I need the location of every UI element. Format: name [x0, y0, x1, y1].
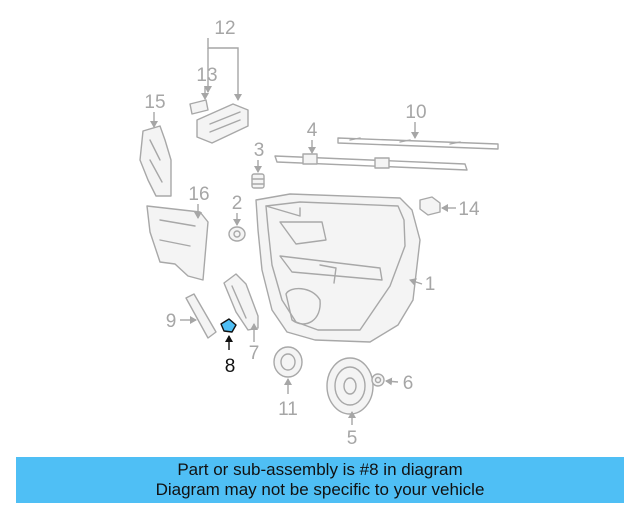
- leader-1: [409, 278, 423, 286]
- callout-9: 9: [166, 311, 177, 332]
- callout-4: 4: [307, 120, 318, 141]
- caption-bar: Part or sub-assembly is #8 in diagram Di…: [16, 457, 624, 503]
- callout-7: 7: [249, 343, 260, 364]
- part-14-cap: [419, 196, 441, 216]
- callout-1: 1: [425, 274, 436, 295]
- leader-6: [385, 377, 399, 386]
- callout-16: 16: [188, 184, 209, 205]
- part-5-speaker: [326, 357, 374, 415]
- part-13-lock-button: [189, 99, 209, 115]
- part-10-belt-molding: [337, 137, 499, 150]
- parts-diagram: 12 13 15 16 2 3 4 10 14 1 7 9 8 11 5 6: [139, 18, 499, 449]
- part-3-fastener: [251, 173, 265, 189]
- part-7-handle-bezel: [223, 273, 259, 331]
- callout-2: 2: [232, 193, 243, 214]
- part-2-clip: [228, 226, 246, 242]
- callout-8: 8: [225, 356, 236, 377]
- caption-line-2: Diagram may not be specific to your vehi…: [155, 480, 485, 499]
- callout-11: 11: [278, 399, 298, 420]
- callout-13: 13: [196, 65, 217, 86]
- caption-line-1: Part or sub-assembly is #8 in diagram: [177, 460, 463, 479]
- part-6-grommet: [371, 373, 385, 387]
- callout-12: 12: [214, 18, 235, 39]
- callout-14: 14: [458, 199, 480, 220]
- part-12-window-switch: [196, 103, 249, 144]
- part-8-highlighted: [220, 318, 237, 333]
- callout-10: 10: [405, 102, 426, 123]
- part-9-pull-handle: [185, 293, 217, 339]
- callout-5: 5: [347, 428, 358, 449]
- leader-12: [207, 38, 242, 101]
- callout-3: 3: [254, 140, 265, 161]
- part-16-insulator: [146, 205, 209, 281]
- part-15-panel: [139, 125, 172, 197]
- callout-15: 15: [144, 92, 165, 113]
- part-11-speaker-grille: [273, 346, 303, 378]
- part-1-door-trim-panel: [255, 193, 421, 343]
- callout-6: 6: [403, 373, 414, 394]
- part-4-weatherstrip: [274, 153, 468, 171]
